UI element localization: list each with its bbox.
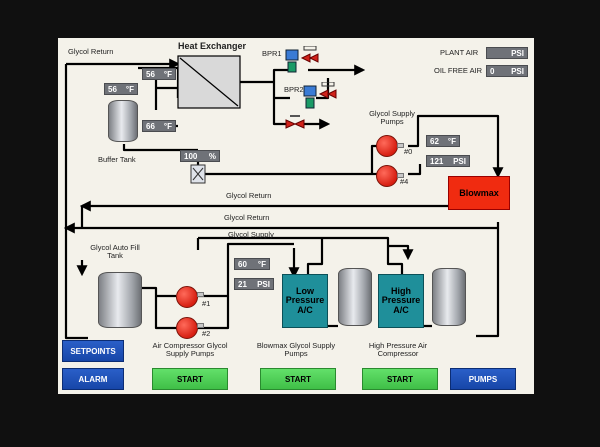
buffer-tank [108, 100, 138, 142]
supply-pump-4-outlet [397, 173, 404, 178]
blowmax-pumps-label: Blowmax Glycol Supply Pumps [256, 341, 336, 358]
supply-pump-0-label: #0 [404, 147, 413, 156]
aircomp-pump-2-icon[interactable] [176, 317, 198, 339]
heat-exchanger [177, 55, 241, 109]
buffer-bottom-temp-readout: 66°F [142, 120, 176, 132]
hp-air-comp-label: High Pressure Air Compressor [368, 341, 428, 358]
piping-diagram [63, 55, 504, 340]
plant-air-label: PLANT AIR [440, 48, 479, 57]
supply-pump-0-outlet [397, 143, 404, 148]
blowmax-pumps-start-button[interactable]: START [260, 368, 336, 390]
high-pressure-ac[interactable]: High Pressure A/C [378, 274, 424, 328]
bpr1-valve-icon [285, 46, 319, 73]
hx-temp-readout: 56°F [142, 68, 176, 80]
bypass-valve-icon [285, 115, 305, 129]
aircomp-pump-1-outlet [197, 292, 204, 297]
autofill-tank [98, 272, 142, 328]
bpr2-label: BPR2 [284, 85, 304, 94]
control-valve-icon [190, 164, 206, 184]
aircomp-pump-2-outlet [197, 323, 204, 328]
autofill-tank-label: Glycol Auto Fill Tank [90, 243, 140, 260]
glycol-return-top-label: Glycol Return [68, 47, 114, 56]
hp-receiver-tank [432, 268, 466, 326]
buffer-tank-label: Buffer Tank [98, 155, 136, 164]
glycol-return-mid-label: Glycol Return [226, 191, 272, 200]
aircomp-temp-readout: 60°F [234, 258, 270, 270]
glycol-supply-label: Glycol Supply [228, 230, 274, 239]
lp-receiver-tank [338, 268, 372, 326]
heat-exchanger-title: Heat Exchanger [178, 41, 247, 51]
buffer-top-temp-readout: 56°F [104, 83, 138, 95]
aircomp-pump-1-icon[interactable] [176, 286, 198, 308]
glycol-return-low-label: Glycol Return [224, 213, 270, 222]
setpoints-button[interactable]: SETPOINTS [62, 340, 124, 362]
blowmax-unit[interactable]: Blowmax [448, 176, 510, 210]
pumps-button[interactable]: PUMPS [450, 368, 516, 390]
supply-pump-0-icon[interactable] [376, 135, 398, 157]
hp-air-comp-start-button[interactable]: START [362, 368, 438, 390]
valve-percent-readout: 100% [180, 150, 220, 162]
aircomp-pump-2-label: #2 [202, 329, 211, 338]
glycol-supply-pumps-label: Glycol Supply Pumps [369, 109, 415, 126]
low-pressure-ac[interactable]: Low Pressure A/C [282, 274, 328, 328]
oil-free-air-label: OIL FREE AIR [434, 66, 483, 75]
alarm-button[interactable]: ALARM [62, 368, 124, 390]
plant-air-readout: PSI [486, 47, 528, 59]
supply-pump-4-icon[interactable] [376, 165, 398, 187]
aircomp-pumps-start-button[interactable]: START [152, 368, 228, 390]
aircomp-pump-1-label: #1 [202, 299, 211, 308]
hmi-screen: Glycol Return Heat Exchanger PLANT AIR P… [58, 38, 534, 394]
supply-pump-4-label: #4 [400, 177, 409, 186]
supply-temp-readout: 62°F [426, 135, 460, 147]
aircomp-pumps-label: Air Compressor Glycol Supply Pumps [152, 341, 228, 358]
bpr2-valve-icon [303, 82, 337, 109]
bpr1-label: BPR1 [262, 49, 282, 58]
